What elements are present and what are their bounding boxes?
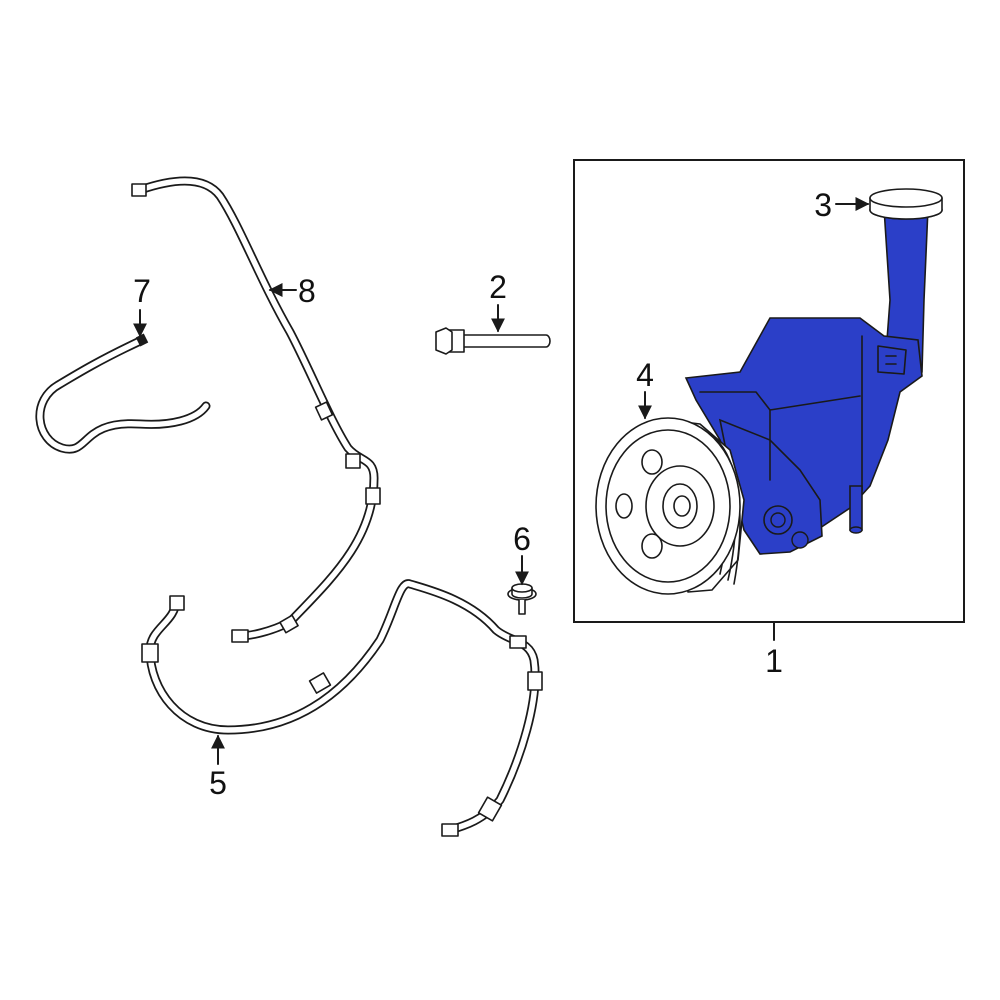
hose-8-crimp-3 <box>279 614 299 634</box>
pulley-hub-ring <box>645 465 715 547</box>
pump-boss <box>791 531 809 549</box>
pulley <box>595 417 745 595</box>
pulley-hole-2 <box>641 533 663 559</box>
hose-5-crimp-3 <box>527 671 543 691</box>
bolt-head <box>435 327 453 355</box>
reservoir-cap-top <box>869 188 943 208</box>
pressure-hose-lower <box>141 579 543 837</box>
small-bolt-shank <box>518 600 526 615</box>
hose-5-crimp <box>141 643 159 663</box>
reservoir-bracket <box>877 345 907 375</box>
assembly-frame <box>573 159 965 623</box>
pressure-hose-lower-outline <box>145 579 540 835</box>
hose-5-crimp-4 <box>477 796 503 822</box>
pressure-hose-upper-inner <box>137 178 377 639</box>
hose-8-bracket <box>345 453 361 469</box>
callout-2: 2 <box>489 269 507 305</box>
power-steering-pump-body <box>684 207 929 555</box>
bolt <box>435 327 551 355</box>
callout-3: 3 <box>814 187 832 223</box>
reservoir-tab <box>885 355 897 365</box>
hose-5-end-fitting-2 <box>441 823 459 837</box>
hose-8-end-fitting-2 <box>231 629 249 643</box>
pulley-rim <box>605 429 731 583</box>
pressure-hose-upper <box>131 176 381 643</box>
hose-8-crimp-2 <box>365 487 381 505</box>
pulley-hub-center <box>673 495 691 517</box>
small-bolt <box>507 583 537 615</box>
hose-8-crimp <box>314 401 334 421</box>
callout-1: 1 <box>765 643 783 679</box>
callout-7: 7 <box>133 273 151 309</box>
bolt-shank <box>461 334 551 348</box>
pulley-hole-1 <box>641 449 663 475</box>
reservoir-cap <box>869 188 943 220</box>
pulley-hole-3 <box>615 493 633 519</box>
small-bolt-top <box>511 583 533 593</box>
return-hose-end <box>135 333 149 347</box>
return-hose-inner <box>37 339 209 452</box>
hose-5-crimp-2 <box>308 672 332 694</box>
outlet-fitting-end <box>849 526 863 534</box>
callout-8: 8 <box>298 273 316 309</box>
callout-5: 5 <box>209 765 227 801</box>
hose-5-end-fitting <box>169 595 185 611</box>
pressure-hose-lower-inner <box>147 581 538 833</box>
hose-5-bracket <box>509 635 527 649</box>
hose-8-end-fitting <box>131 183 147 197</box>
pressure-port-inner <box>770 512 786 528</box>
outlet-fitting <box>849 485 863 531</box>
callout-4: 4 <box>636 357 654 393</box>
return-hose <box>35 333 211 454</box>
return-hose-outline <box>35 337 211 454</box>
reservoir-seam <box>699 391 861 411</box>
callout-6: 6 <box>513 521 531 557</box>
